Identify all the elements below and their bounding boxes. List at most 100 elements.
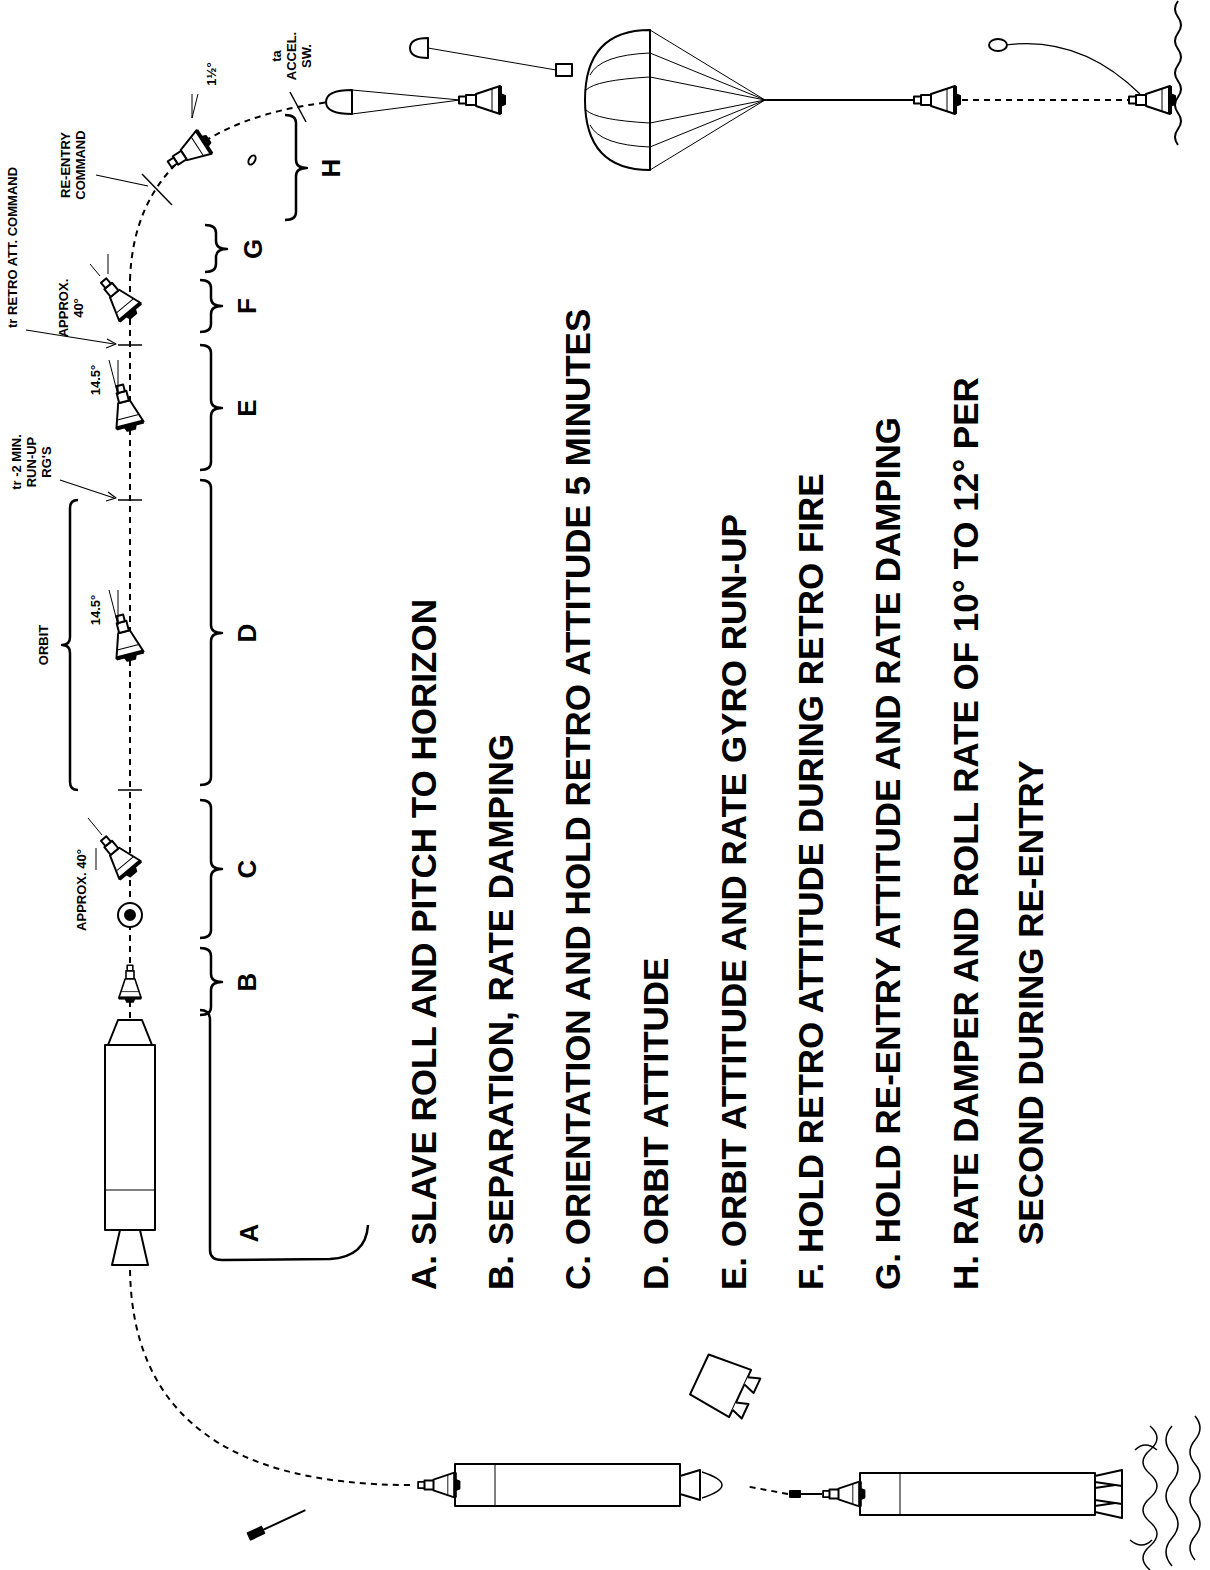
- leader-line-part: [96, 175, 148, 186]
- phase-description: D. ORBIT ATTITUDE: [623, 958, 688, 1290]
- angle-mark: [192, 94, 198, 118]
- event-note: RE-ENTRY COMMAND: [59, 126, 89, 204]
- leader-line-part: [60, 480, 114, 498]
- launch-vehicle-on-pad-part: [860, 1473, 1095, 1515]
- capsule-end-view-part: [125, 910, 135, 920]
- angle-mark: [109, 360, 118, 395]
- phase-bracket: [62, 115, 368, 1260]
- phase-description: H. RATE DAMPER AND ROLL RATE OF 10° TO 1…: [933, 290, 1063, 1290]
- angle-note: 14.5°: [89, 595, 104, 626]
- phase-description: A. SLAVE ROLL AND PITCH TO HORIZON: [391, 599, 456, 1290]
- event-note: tr RETRO ATT. COMMAND: [6, 167, 21, 328]
- angle-note: APPROX. 40°: [57, 277, 87, 339]
- capsule-orbit-attitude: [106, 382, 145, 434]
- ascending-vehicle-part: [455, 1464, 680, 1506]
- pilot-chute-and-canister-part: [410, 38, 428, 58]
- phase-letter: D: [233, 624, 263, 643]
- phase-bracket-part: [200, 1010, 368, 1260]
- capsule-turnaround: [93, 830, 144, 883]
- phase-letter: E: [233, 399, 263, 416]
- launch-vehicle-on-pad-part: [900, 1473, 901, 1515]
- launch-vehicle-on-pad-part: [1095, 1484, 1122, 1504]
- booster-horizontal-part: [105, 1045, 155, 1230]
- recovery-line: [1005, 44, 1140, 94]
- pilot-chute-and-canister-part: [428, 48, 556, 70]
- leader-line-part: [106, 339, 116, 348]
- capsule-retro-attitude: [93, 272, 144, 325]
- phase-bracket-part: [200, 800, 222, 938]
- launch-vehicle-on-pad-part: [823, 1481, 864, 1506]
- ascending-vehicle: [418, 1464, 722, 1506]
- drogue-parachute-part: [352, 90, 460, 114]
- drogue-parachute-part: [326, 90, 352, 114]
- launch-smoke-part: [1190, 1416, 1200, 1560]
- jettisoned-booster-section-part: [743, 1374, 761, 1394]
- phase-bracket-part: [200, 280, 222, 332]
- ascending-vehicle-part: [418, 1472, 459, 1497]
- time-tick-part: [118, 344, 142, 346]
- launch-smoke: [1130, 1416, 1200, 1570]
- command-mark: [142, 174, 172, 205]
- angle-note: 1½°: [205, 62, 220, 85]
- drogue-parachute: [326, 86, 505, 114]
- main-parachute-part: [586, 53, 650, 147]
- capsule-orbit-attitude: [106, 612, 145, 664]
- ascending-vehicle-part: [680, 1470, 700, 1500]
- phase-description: E. ORBIT ATTITUDE AND RATE GYRO RUN-UP: [701, 514, 766, 1290]
- jettisoned-booster-section: [688, 1351, 762, 1422]
- capsule-separation: [119, 965, 141, 1002]
- drogue-parachute-part: [459, 86, 505, 114]
- jettisoned-booster-section-part: [731, 1399, 749, 1419]
- booster-horizontal-part: [112, 1230, 148, 1265]
- phase-bracket-part: [285, 115, 307, 220]
- phase-letter: A: [235, 1224, 265, 1243]
- event-note: tr -2 MIN. RUN-UP RG'S: [10, 426, 55, 498]
- water-surface: [1175, 1, 1181, 145]
- main-parachute-part: [914, 86, 960, 114]
- phase-bracket-part: [200, 345, 222, 470]
- phase-bracket-part: [205, 225, 227, 272]
- ascent-path: [130, 1265, 410, 1485]
- jettisoned-escape-tower-part: [248, 1527, 265, 1540]
- ascending-vehicle-part: [495, 1464, 496, 1506]
- angle-note: APPROX. 40°: [75, 849, 90, 931]
- angle-note: 14.5°: [89, 365, 104, 396]
- pilot-chute-and-canister-part: [556, 64, 572, 76]
- marker-buoy: [989, 39, 1007, 51]
- launch-vehicle-on-pad-part: [790, 1491, 800, 1497]
- phase-title: ORBIT: [37, 625, 52, 665]
- phase-description: B. SEPARATION, RATE DAMPING: [468, 734, 533, 1290]
- capsule-end-view-part: [118, 903, 142, 927]
- jettisoned-escape-tower: [248, 1507, 307, 1540]
- launch-vehicle-on-pad-part: [1095, 1470, 1122, 1486]
- time-tick-part: [118, 789, 142, 791]
- leader-line-part: [106, 492, 116, 501]
- phase-description: C. ORIENTATION AND HOLD RETRO ATTITUDE 5…: [545, 309, 610, 1290]
- angle-mark: [88, 818, 102, 870]
- booster-horizontal-part: [105, 1190, 155, 1191]
- phase-letter: G: [239, 239, 269, 259]
- ascending-vehicle-part: [702, 1472, 722, 1498]
- phase-description: F. HOLD RETRO ATTITUDE DURING RETRO FIRE: [778, 473, 843, 1290]
- phase-bracket-part: [200, 948, 222, 1015]
- phase-letter: H: [317, 159, 347, 178]
- descent-path: [962, 99, 1128, 101]
- time-tick-part: [118, 499, 142, 501]
- main-parachute-part: [585, 30, 650, 170]
- main-parachute-part: [765, 99, 914, 101]
- phase-description: G. HOLD RE-ENTRY ATTITUDE AND RATE DAMPI…: [855, 417, 920, 1290]
- phase-letter: B: [233, 973, 263, 992]
- jettisoned-escape-tower-part: [262, 1510, 306, 1530]
- phase-letter: C: [233, 860, 263, 879]
- jettisoned-retropack: [247, 154, 257, 166]
- reentry-path: [130, 102, 330, 280]
- pilot-chute-and-canister: [410, 38, 572, 76]
- angle-mark: [90, 254, 108, 276]
- booster-horizontal: [105, 1020, 155, 1265]
- ascent-path: [745, 1486, 788, 1494]
- angle-mark: [109, 590, 118, 625]
- capsule-end-view: [118, 903, 142, 927]
- launch-smoke-part: [1166, 1426, 1178, 1566]
- phase-letter: F: [233, 298, 263, 314]
